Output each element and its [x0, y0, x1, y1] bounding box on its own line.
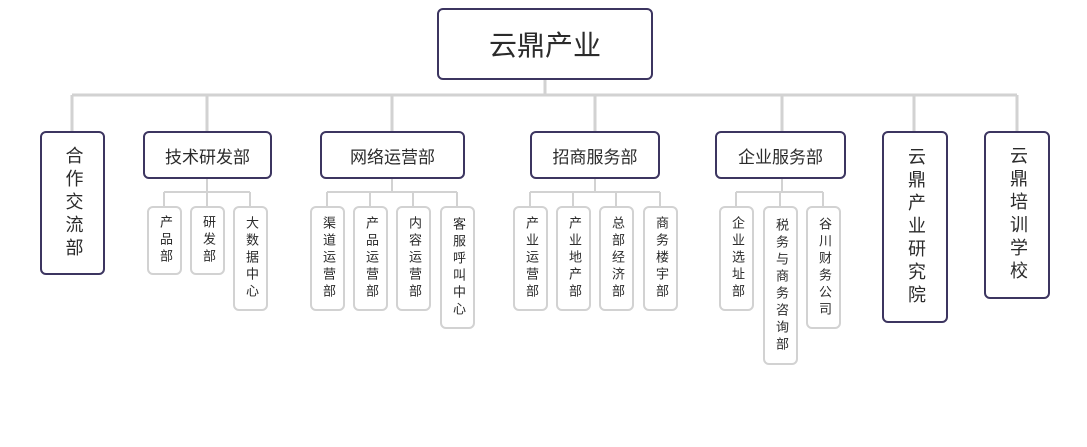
dept-node-cooperation: 合作交流部 [40, 131, 105, 275]
sub-label: 产品运营部 [363, 216, 378, 301]
dept-label: 云鼎产业研究院 [905, 146, 926, 308]
sub-node: 产品部 [147, 206, 182, 275]
sub-node: 研发部 [190, 206, 225, 275]
sub-label: 总部经济部 [609, 216, 624, 301]
dept-node-research-institute: 云鼎产业研究院 [882, 131, 948, 323]
dept-node-enterprise-service: 企业服务部 [715, 131, 846, 179]
sub-label: 产品部 [157, 215, 172, 266]
dept-node-tech-rd: 技术研发部 [143, 131, 272, 179]
sub-label: 企业选址部 [729, 216, 744, 301]
sub-label: 税务与商务咨询部 [773, 217, 788, 354]
sub-node: 总部经济部 [599, 206, 634, 311]
sub-label: 产业地产部 [566, 216, 581, 301]
dept-label: 云鼎培训学校 [1007, 146, 1028, 284]
sub-label: 谷川财务公司 [816, 216, 831, 319]
dept-node-investment: 招商服务部 [530, 131, 660, 179]
sub-node: 税务与商务咨询部 [763, 206, 798, 365]
sub-node: 内容运营部 [396, 206, 431, 311]
dept-label: 技术研发部 [165, 147, 250, 168]
sub-label: 商务楼宇部 [653, 216, 668, 301]
dept-node-training-school: 云鼎培训学校 [984, 131, 1050, 299]
sub-node: 客服呼叫中心 [440, 206, 475, 329]
sub-label: 内容运营部 [406, 216, 421, 301]
sub-node: 大数据中心 [233, 206, 268, 311]
sub-label: 渠道运营部 [320, 216, 335, 301]
root-label: 云鼎产业 [488, 29, 601, 62]
root-node: 云鼎产业 [437, 8, 653, 80]
sub-node: 产业地产部 [556, 206, 591, 311]
sub-node: 企业选址部 [719, 206, 754, 311]
sub-label: 研发部 [200, 215, 215, 266]
sub-node: 产业运营部 [513, 206, 548, 311]
sub-label: 大数据中心 [243, 216, 258, 301]
dept-label: 网络运营部 [350, 147, 435, 168]
sub-label: 客服呼叫中心 [450, 216, 465, 319]
dept-label: 合作交流部 [62, 145, 84, 261]
dept-node-network-ops: 网络运营部 [320, 131, 465, 179]
sub-label: 产业运营部 [523, 216, 538, 301]
dept-label: 招商服务部 [552, 147, 638, 168]
sub-node: 渠道运营部 [310, 206, 345, 311]
dept-label: 企业服务部 [738, 147, 823, 168]
sub-node: 商务楼宇部 [643, 206, 678, 311]
sub-node: 谷川财务公司 [806, 206, 841, 329]
sub-node: 产品运营部 [353, 206, 388, 311]
